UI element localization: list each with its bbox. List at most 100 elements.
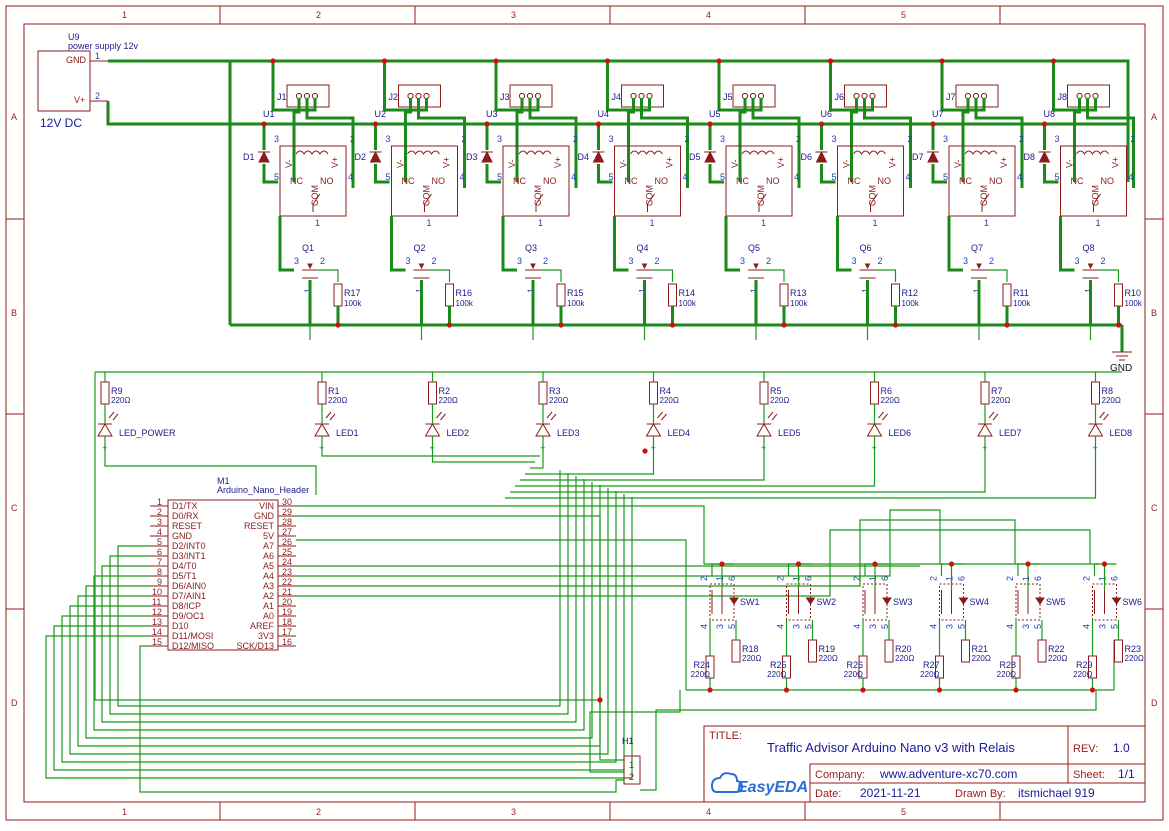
- relay-ref: U3: [486, 109, 498, 119]
- led-rays-icon: [436, 411, 446, 421]
- gnd-symbol: GND: [1110, 351, 1132, 374]
- led-icon: [866, 423, 883, 437]
- u9-pin-gnd-label: GND: [66, 55, 87, 65]
- relay-coil-icon: [964, 150, 998, 155]
- led-res-value: 220Ω: [549, 396, 568, 405]
- switch-pin: 6: [1110, 576, 1120, 581]
- company-value: www.adventure-xc70.com: [879, 767, 1017, 781]
- diode-ref: D6: [801, 152, 813, 162]
- wire-segment: [117, 470, 561, 707]
- relay-v-minus: V-: [842, 159, 852, 168]
- switch-res-up: [808, 639, 817, 663]
- relay-nc: NC: [736, 176, 749, 186]
- junction-dot: [1013, 687, 1019, 693]
- switch-res-up-ref: R19: [819, 644, 836, 654]
- arduino-right-pin-num: 19: [282, 607, 292, 617]
- pulldown-res-value: 100k: [1013, 299, 1031, 308]
- connector-pin: [1084, 92, 1091, 100]
- relay-pin-5: 5: [609, 172, 614, 182]
- diode-ref: D2: [355, 152, 367, 162]
- relay-body: [614, 145, 681, 217]
- switch-res-down-ref: R29: [1076, 660, 1093, 670]
- wire-segment: [429, 269, 451, 282]
- arduino-right-pin-name: A7: [263, 541, 274, 551]
- diode-ref: D7: [912, 152, 924, 162]
- wire-segment: [1086, 98, 1135, 188]
- connector-pin: [749, 92, 757, 100]
- switch-res-down-ref: R24: [693, 660, 710, 670]
- diode-ref: D8: [1024, 152, 1036, 162]
- led-rays-icon: [767, 411, 778, 421]
- led-rays-icon: [988, 411, 999, 421]
- junction-dot: [1041, 121, 1048, 127]
- diode-ref: D5: [689, 152, 701, 162]
- wire-segment: [296, 539, 687, 690]
- wire-segment: [296, 515, 624, 761]
- arduino-right-pin-num: 27: [282, 527, 292, 537]
- relay-switch-arm: [981, 193, 990, 205]
- connector-pin: [518, 92, 526, 100]
- relay-pin-4: 4: [906, 172, 911, 182]
- arduino-right-pin-name: 5V: [263, 531, 274, 541]
- relay-body: [948, 145, 1016, 217]
- mosfet-pin-g: 3: [963, 256, 968, 266]
- connector-pin: [757, 92, 765, 100]
- switch-pin: 6: [1033, 576, 1043, 581]
- pulldown-resistor: [1114, 283, 1123, 307]
- relay-body: [279, 145, 347, 217]
- relay-v-plus: V+: [665, 157, 675, 168]
- relay-pin-2: 2: [908, 134, 913, 144]
- relay-coil-icon: [407, 150, 440, 155]
- wire-segment: [836, 216, 852, 272]
- led-ref: LED3: [557, 428, 580, 438]
- wire-segment: [1059, 216, 1075, 272]
- arduino-right-pin-name: GND: [254, 511, 275, 521]
- mosfet-pin-d: 2: [320, 256, 325, 266]
- led-resistor: [428, 381, 437, 405]
- relay-pin-1: 1: [315, 218, 320, 228]
- mosfet-ref: Q3: [525, 243, 537, 253]
- junction-dot: [716, 58, 722, 64]
- relay-body: [837, 145, 904, 217]
- wire-segment: [94, 372, 600, 701]
- relay-pin-1: 1: [538, 218, 543, 228]
- wire-segment: [501, 216, 517, 272]
- wire-segment: [318, 269, 339, 282]
- switch-ref: SW2: [817, 597, 837, 607]
- mosfet-pin-s: 1: [526, 288, 536, 293]
- switch-res-down-value: 220Ω: [997, 670, 1016, 679]
- title-block: TITLE: Traffic Advisor Arduino Nano v3 w…: [703, 725, 1146, 803]
- title-value: Traffic Advisor Arduino Nano v3 with Rel…: [767, 740, 1015, 755]
- relay-pin-2: 2: [796, 134, 801, 144]
- led-ref: LED5: [778, 428, 801, 438]
- switch-res-up: [961, 639, 970, 663]
- wire-segment: [390, 216, 406, 272]
- u9-pin2-num: 2: [95, 91, 100, 101]
- arduino-left-pin-num: 4: [157, 527, 162, 537]
- diode-icon: [1038, 150, 1051, 163]
- arduino-right-pin-name: A3: [263, 581, 274, 591]
- switch-res-down-ref: R26: [846, 660, 863, 670]
- wire-segment: [787, 563, 811, 576]
- junction-dot: [707, 687, 713, 693]
- wire-segment: [640, 98, 689, 188]
- wire-segment: [139, 645, 624, 793]
- mosfet-arrow-icon: [641, 263, 648, 270]
- pulldown-resistor: [668, 283, 677, 307]
- wire-segment: [374, 164, 390, 184]
- grid-col-1: 1: [122, 10, 127, 20]
- mosfet-arrow-icon: [864, 263, 871, 270]
- wire-segment: [931, 164, 947, 184]
- led-resistor: [870, 381, 879, 405]
- junction-dot: [493, 58, 499, 64]
- led-resistor: [649, 381, 658, 405]
- arduino-right-pin-num: 17: [282, 627, 292, 637]
